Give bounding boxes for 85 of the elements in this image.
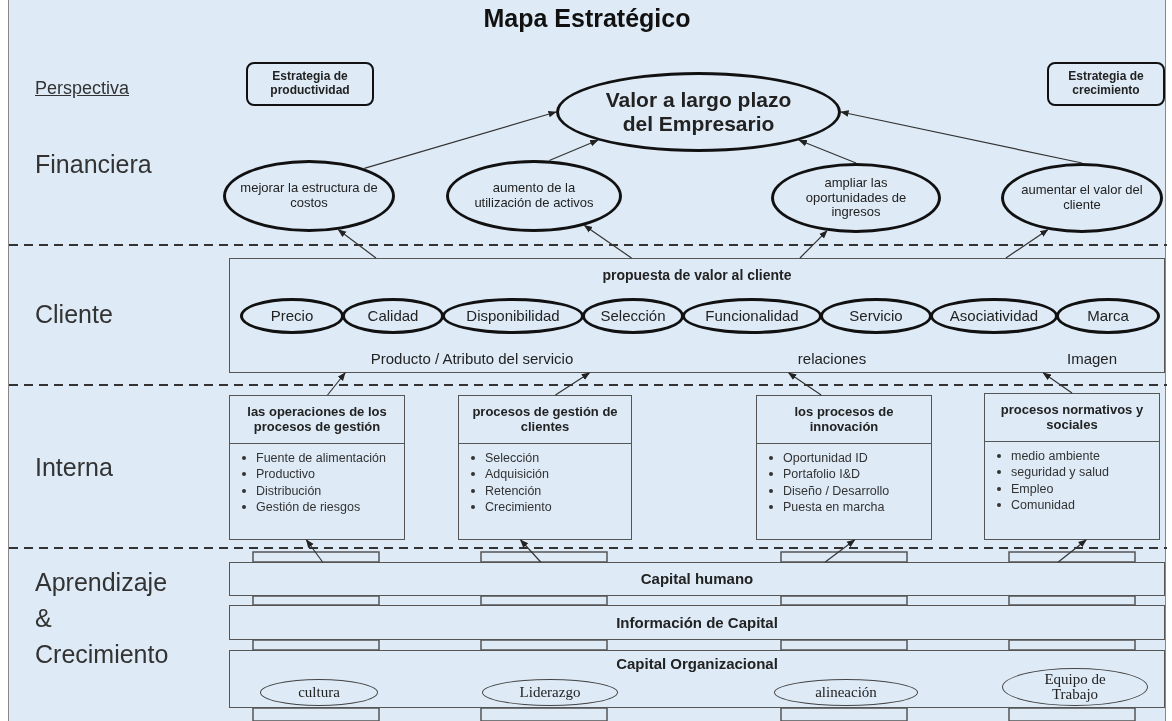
node-label: Calidad — [366, 307, 420, 325]
group-label: relaciones — [797, 350, 867, 367]
bullet-item: Portafolio I&D — [783, 466, 861, 483]
node-label: aumento de la utilización de activos — [473, 181, 595, 211]
bullet-item: Distribución — [256, 482, 322, 499]
bar-label: Capital Organizacional — [616, 655, 778, 673]
bullet-item: Fuente de alimentación — [256, 450, 386, 467]
arrow — [337, 229, 377, 259]
attribute-ellipse — [442, 298, 584, 334]
arrow — [363, 110, 557, 169]
perspective-label: Aprendizaje — [35, 568, 168, 597]
node-label: Capital humano — [639, 570, 755, 588]
node-label: Valor a largo plazo del Empresario — [604, 87, 793, 137]
bullet-item: Puesta en marcha — [783, 498, 885, 515]
bullet-item: Comunidad — [1011, 496, 1075, 513]
diagram-title: Mapa Estratégico — [482, 4, 692, 33]
arrow — [305, 539, 324, 563]
arrow — [824, 539, 856, 563]
perspective-label: Interna — [35, 453, 113, 482]
bullet-item: Gestión de riesgos — [256, 498, 361, 515]
arrow — [799, 230, 828, 259]
process-heading: procesos normativos y sociales — [999, 402, 1145, 433]
attribute-ellipse — [682, 298, 822, 334]
arrow — [326, 372, 346, 396]
capital-bar — [229, 605, 1165, 640]
arrow — [554, 372, 591, 396]
node-label: cultura — [297, 685, 341, 700]
arrow — [798, 139, 857, 164]
node-label: aumentar el valor del cliente — [1020, 183, 1144, 213]
bullet-item: Adquisición — [485, 466, 549, 483]
bullet-item: Crecimiento — [485, 498, 552, 515]
group-label: Imagen — [1067, 350, 1117, 367]
bullet-item: Oportunidad ID — [783, 450, 868, 467]
strategy-box — [246, 62, 374, 106]
bullet-item: medio ambiente — [1011, 448, 1100, 465]
node-label: Precio — [269, 307, 315, 325]
node-label: Estrategia de crecimiento — [1067, 70, 1145, 98]
capital-bar — [229, 562, 1165, 596]
section-heading: propuesta de valor al cliente — [602, 267, 792, 283]
perspective-label: Financiera — [35, 150, 152, 179]
node-label: Funcionalidad — [704, 307, 800, 325]
arrow — [840, 110, 1083, 164]
node-label: Información de Capital — [615, 613, 779, 632]
arrow — [548, 139, 599, 162]
arrow — [520, 539, 542, 563]
process-heading: los procesos de innovación — [793, 404, 895, 435]
bullet-item: seguridad y salud — [1011, 464, 1109, 481]
node-label: Liderazgo — [518, 685, 582, 700]
attribute-ellipse — [342, 298, 444, 334]
arrow — [788, 372, 822, 396]
node-label: mejorar la estructura de costos — [239, 181, 379, 211]
perspective-label: Perspectiva — [35, 78, 130, 99]
capital-bar — [229, 650, 1165, 708]
process-box — [984, 393, 1160, 540]
group-label: Producto / Atributo del servicio — [370, 350, 574, 367]
attribute-ellipse — [930, 298, 1058, 334]
arrow — [1057, 539, 1087, 563]
process-box — [458, 395, 632, 540]
node-label: Asociatividad — [948, 307, 1040, 325]
attribute-ellipse — [240, 298, 344, 334]
node-label: alineación — [814, 685, 878, 700]
bullet-item: Empleo — [1011, 480, 1054, 497]
node-label: ampliar las oportunidades de ingresos — [804, 175, 908, 221]
node-label: Selección — [599, 307, 667, 325]
arrow — [583, 224, 633, 259]
bullet-item: Selección — [485, 450, 540, 467]
strategy-box — [1047, 62, 1165, 106]
process-heading: procesos de gestión de clientes — [471, 404, 619, 435]
perspective-label: & — [35, 604, 52, 633]
perspective-label: Cliente — [35, 300, 113, 329]
bullet-item: Diseño / Desarrollo — [783, 482, 890, 499]
bullet-item: Productivo — [256, 466, 316, 483]
arrow — [1042, 372, 1073, 394]
node-label: Equipo de Trabajo — [1043, 672, 1107, 702]
node-label: Estrategia de productividad — [269, 70, 351, 98]
node-label: Marca — [1086, 307, 1130, 325]
process-heading: las operaciones de los procesos de gestión — [246, 404, 388, 435]
perspective-label: Crecimiento — [35, 640, 169, 669]
process-box — [756, 395, 932, 540]
process-box — [229, 395, 405, 540]
node-label: Disponibilidad — [465, 307, 561, 325]
value-proposition-box — [229, 258, 1165, 373]
node-label: Servicio — [848, 307, 904, 325]
arrow — [1005, 229, 1049, 259]
bullet-item: Retención — [485, 482, 542, 499]
